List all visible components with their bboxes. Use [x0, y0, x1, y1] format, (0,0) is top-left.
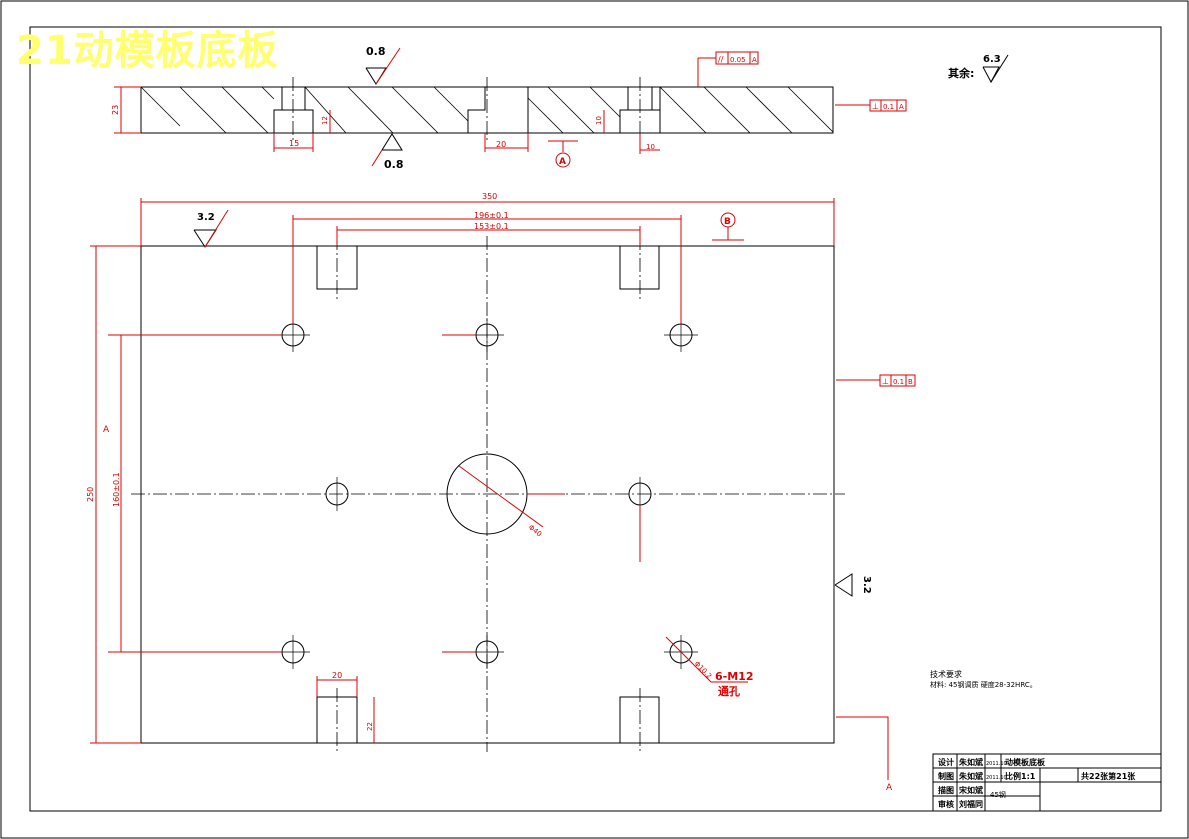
hole-note-label: 通孔: [718, 685, 740, 698]
section-mark-a-right-leader: [836, 716, 889, 780]
dim-23: 23: [111, 105, 120, 115]
roughness-symbol-top: [365, 67, 387, 85]
tech-title: 技术要求: [930, 669, 962, 679]
tol-parallel-datum: A: [752, 56, 757, 64]
tb-r2-date: 2011.10: [986, 775, 1007, 781]
roughness-mid-leader: [371, 149, 383, 167]
roughness-symbol-mid: [381, 133, 403, 151]
slot-bottom-right: [619, 696, 660, 743]
dim-12: 12: [321, 116, 329, 125]
tb-r1-date: 2011.10: [986, 761, 1007, 767]
tb-r2-sheet: 共22张第21张: [1081, 771, 1136, 781]
dim-10v: 10: [595, 116, 603, 125]
inner-frame: [29, 26, 1162, 812]
tol-perp-a-symbol: ⊥: [872, 102, 879, 111]
tech-requirements: 技术要求 材料: 45钢调质 硬度28-32HRC。: [930, 669, 1037, 689]
slot-middle: [467, 87, 486, 133]
hole-size-label: Φ10.2: [693, 660, 714, 681]
tb-r1-part: 动模板底板: [1005, 757, 1046, 767]
roughness-general-label: 其余:: [948, 66, 974, 80]
section-mark-a-left: A: [103, 425, 110, 435]
section-outline: [140, 86, 834, 134]
tb-r4-name: 刘福同: [959, 799, 983, 809]
tol-perp-a-datum: A: [899, 103, 904, 111]
counterbore-left: [273, 109, 314, 133]
tb-r1-role: 设计: [938, 757, 954, 767]
dim-slot-d: 22: [366, 722, 374, 731]
dim-20: 20: [496, 140, 506, 149]
section-view: 23 15 12 20 10 10 0.8 0.8 A //: [111, 45, 1009, 171]
dim-15: 15: [289, 139, 299, 148]
dim-160: 160±0.1: [112, 472, 121, 507]
roughness-top-leader: [375, 47, 401, 85]
slot-top-right: [619, 246, 660, 290]
roughness-top-value: 0.8: [366, 45, 386, 58]
tb-r3-mat: 45钢: [990, 790, 1006, 799]
tol-parallel-value: 0.05: [730, 56, 746, 64]
title-block: 设计 朱如斌 2011.10 动模板底板 制图 朱如斌 2011.10 比例1:…: [932, 753, 1162, 812]
tol-parallel-symbol: //: [718, 55, 724, 64]
tb-r3-name: 宋如斌: [958, 785, 983, 795]
tb-r2-role: 制图: [938, 771, 954, 781]
tol-perp-b-value: 0.1: [893, 378, 904, 386]
dim-350: 350: [482, 192, 497, 201]
tol-perp-b-symbol: ⊥: [882, 377, 889, 386]
section-hatch: [140, 86, 834, 134]
tb-r1-name: 朱如斌: [959, 757, 983, 767]
tol-parallel-frame: [715, 51, 759, 65]
roughness-plan-top-value: 3.2: [197, 212, 215, 223]
datum-a-circle: [555, 152, 571, 168]
tb-r2-scale: 比例1:1: [1005, 771, 1036, 781]
section-mark-a-right: A: [886, 783, 893, 793]
dim-10: 10: [646, 143, 655, 151]
tol-perp-b-datum: B: [908, 378, 913, 386]
phi40-leader: [458, 465, 544, 528]
tb-r4-role: 审核: [938, 799, 954, 809]
dim-slot-w: 20: [332, 671, 342, 680]
tb-r2-name: 朱如斌: [959, 771, 983, 781]
tol-perp-a-frame: [869, 99, 907, 112]
tb-r3-role: 描图: [938, 785, 954, 795]
tol-perp-a-value: 0.1: [883, 103, 894, 111]
hole-spec-label: 6-M12: [715, 670, 753, 683]
tech-line1: 材料: 45钢调质 硬度28-32HRC。: [930, 680, 1037, 689]
dim-250: 250: [86, 487, 95, 502]
roughness-plan-right-value: 3.2: [861, 576, 872, 594]
m12-leader: [665, 636, 712, 683]
roughness-general-symbol: [982, 66, 1000, 84]
roughness-plan-top-leader: [204, 209, 229, 248]
watermark-title: 21动模板底板: [16, 28, 279, 74]
datum-b-label: B: [724, 217, 731, 227]
dim-196: 196±0.1: [474, 211, 509, 220]
roughness-plan-top-symbol: [193, 229, 217, 248]
roughness-mid-value: 0.8: [384, 158, 404, 171]
plate-outline: [140, 245, 835, 744]
roughness-general-leader: [990, 54, 1009, 83]
dim-153: 153±0.1: [474, 222, 509, 231]
roughness-general-value: 6.3: [983, 54, 1001, 65]
tol-perp-b-frame: [879, 374, 916, 387]
roughness-plan-right-symbol: [834, 573, 853, 597]
plan-view: Φ40 350 196±0.1 153±0.1 250 160±0.1 A 3.…: [86, 192, 916, 793]
datum-a-label: A: [559, 157, 566, 167]
